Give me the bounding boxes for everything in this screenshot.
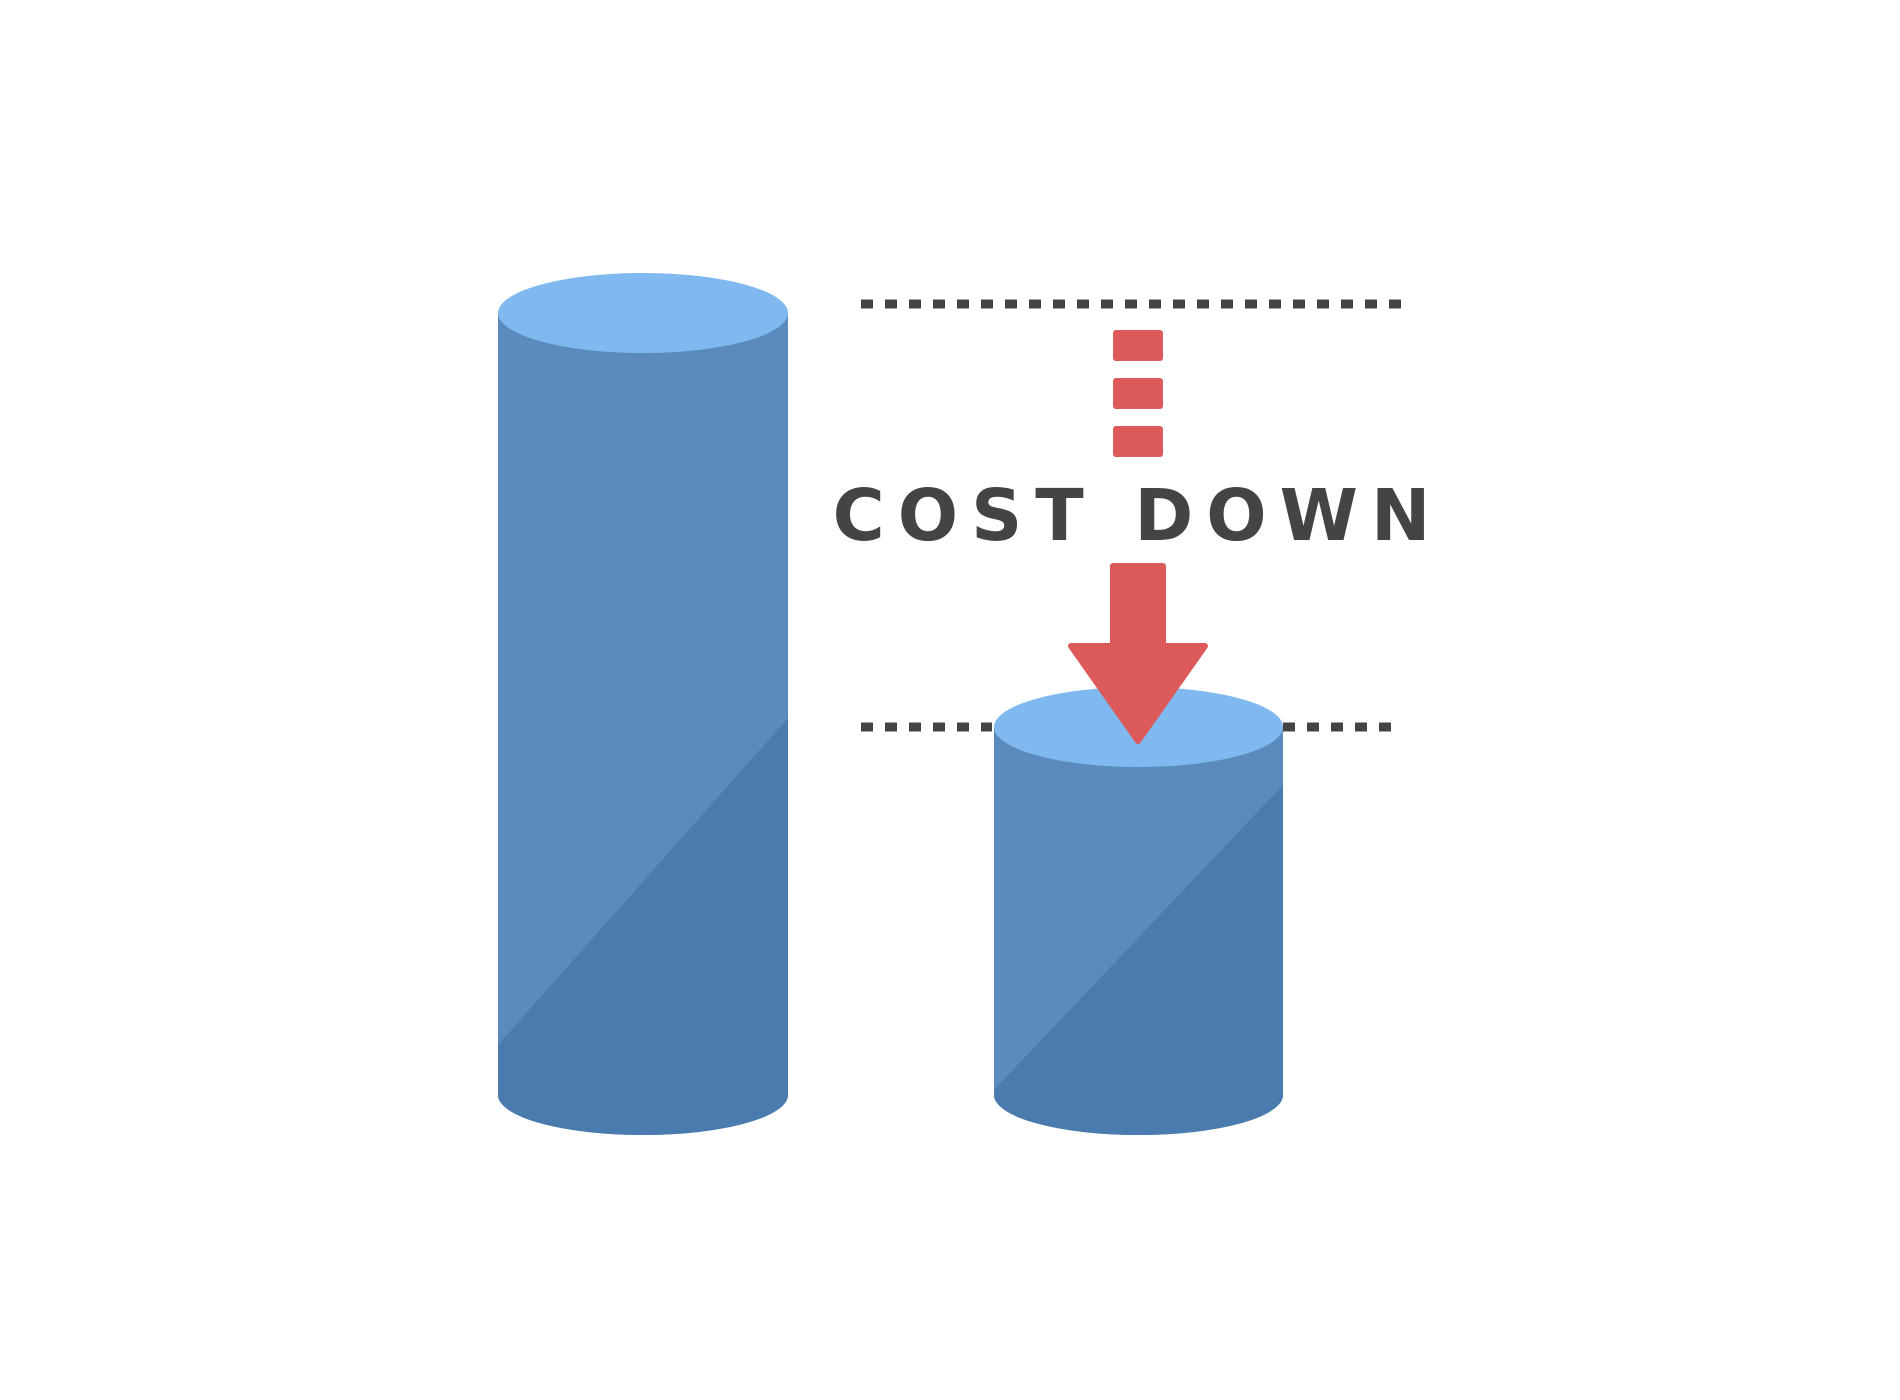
arrow-dash bbox=[1113, 378, 1163, 409]
short-cylinder-shadow bbox=[994, 785, 1283, 1135]
arrow-dash bbox=[1113, 426, 1163, 457]
tall-cylinder-icon bbox=[498, 273, 788, 1135]
short-cylinder-icon bbox=[994, 687, 1283, 1135]
arrow-stem-dashes bbox=[1113, 330, 1163, 457]
tall-cylinder-shadow bbox=[498, 718, 788, 1135]
arrow-dash bbox=[1113, 330, 1163, 361]
cost-down-label: COST DOWN bbox=[833, 474, 1444, 557]
tall-cylinder-top bbox=[498, 273, 788, 353]
down-arrow-icon bbox=[1068, 563, 1208, 744]
